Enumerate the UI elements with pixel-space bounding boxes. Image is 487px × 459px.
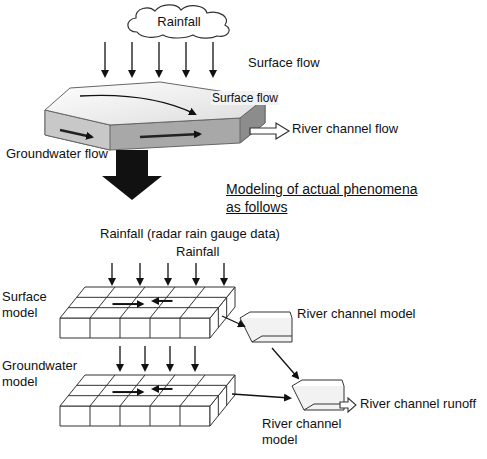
surface-flow-label: Surface flow [248, 55, 320, 71]
river-flow-label: River channel flow [292, 121, 398, 137]
cloud-label: Rainfall [123, 14, 235, 29]
rainfall-label: Rainfall [176, 244, 219, 260]
river-model-label: River channel model [262, 416, 362, 447]
surface-model-label: Surface model [2, 289, 58, 320]
cloud-shape: Rainfall [123, 2, 235, 39]
groundwater-model-label: Groundwater model [2, 358, 92, 389]
groundwater-flow-label: Groundwater flow [6, 146, 108, 162]
runoff-label: River channel runoff [360, 396, 476, 412]
surface-flow-label: Surface flow [211, 91, 279, 105]
rain-data-label: Rainfall (radar rain gauge data) [100, 226, 280, 242]
modeling-note: Modeling of actual phenomena as follows [226, 180, 431, 216]
river-model-label: River channel model [297, 306, 416, 322]
